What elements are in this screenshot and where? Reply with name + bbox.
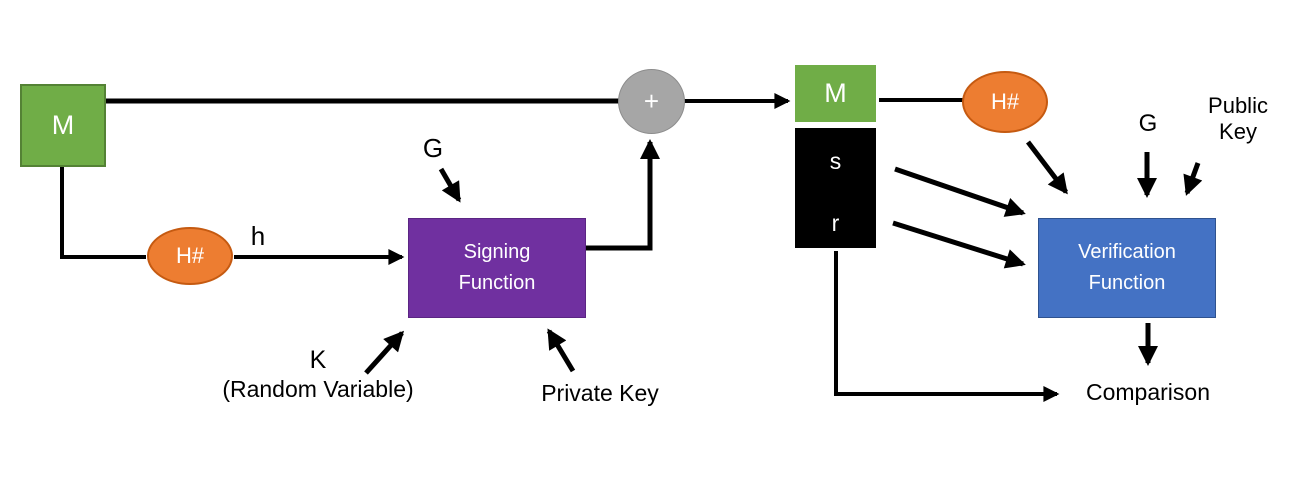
arrow-s-to-verification: [894, 166, 1026, 217]
line-message-to-hash: [60, 166, 146, 259]
arrow-signature-to-comparison: [834, 251, 1060, 402]
random-k-label: K: [309, 346, 327, 374]
arrow-private-key-to-signing: [546, 328, 576, 373]
hash-label-right: H#: [990, 89, 1020, 114]
hash-function-left: H#: [147, 227, 233, 285]
combiner-plus-label: +: [643, 86, 660, 116]
arrow-signing-to-plus: [586, 139, 660, 251]
generator-label-left: G: [422, 133, 444, 163]
verification-function-label-line1: Verification: [1078, 241, 1176, 263]
arrow-public-key-to-verification: [1183, 162, 1203, 196]
message-box-left: M: [20, 84, 106, 167]
signature-s-label: s: [829, 148, 842, 174]
message-label-right: M: [824, 78, 847, 108]
random-variable-label: (Random Variable): [222, 376, 414, 402]
signing-function-label-line1: Signing: [463, 241, 531, 263]
verification-function-box: Verification Function: [1038, 218, 1216, 318]
hash-output-label: h: [250, 221, 266, 251]
comparison-label: Comparison: [1086, 379, 1210, 405]
hash-label-left: H#: [175, 243, 205, 268]
arrow-hash-to-verification: [1026, 140, 1068, 195]
received-message-box: M: [792, 62, 879, 125]
message-label-left: M: [51, 110, 75, 140]
combiner-node: +: [618, 69, 685, 134]
verification-function-label-line2: Function: [1088, 272, 1166, 294]
generator-label-right: G: [1138, 110, 1158, 137]
signing-function-box: Signing Function: [408, 218, 586, 318]
arrow-r-to-verification: [892, 220, 1026, 269]
private-key-label: Private Key: [541, 380, 659, 406]
hash-function-right: H#: [962, 71, 1048, 133]
public-key-label: Public Key: [1208, 93, 1268, 144]
signature-r-label: r: [831, 210, 840, 236]
arrow-g-to-signing: [438, 167, 462, 203]
signature-box: s r: [792, 125, 879, 251]
arrow-k-to-signing: [364, 330, 405, 375]
signing-function-label-line2: Function: [458, 272, 536, 294]
